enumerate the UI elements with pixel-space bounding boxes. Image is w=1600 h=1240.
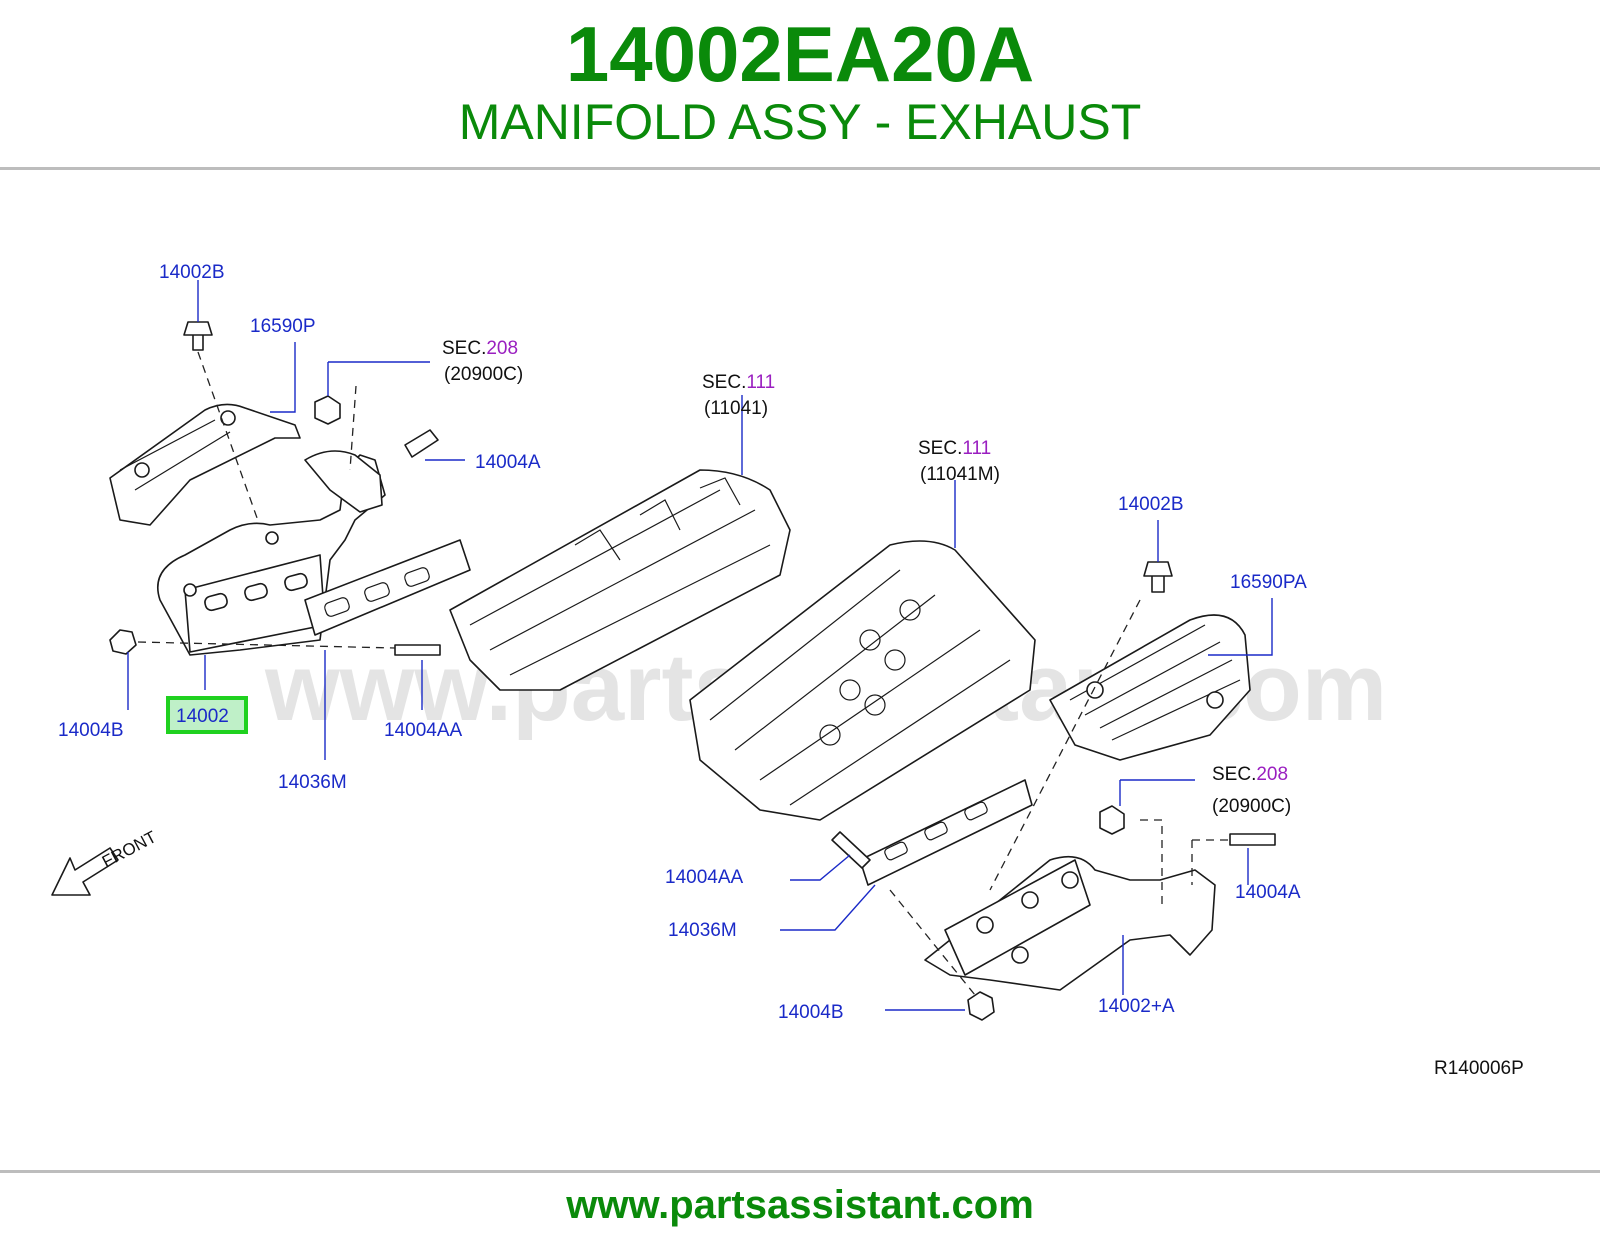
callout-16590p[interactable]: 16590P xyxy=(250,316,316,337)
callout-14002b-right[interactable]: 14002B xyxy=(1118,494,1184,515)
callout-14004b-right[interactable]: 14004B xyxy=(778,1002,844,1023)
callout-14036m-right[interactable]: 14036M xyxy=(668,920,737,941)
callout-14004b-left[interactable]: 14004B xyxy=(58,720,124,741)
heat-shield-left[interactable] xyxy=(109,403,301,526)
part-number-title: 14002EA20A xyxy=(565,10,1035,98)
callout-14004aa-right[interactable]: 14004AA xyxy=(665,867,744,888)
bolt-icon-right xyxy=(1143,561,1173,593)
section-ref-111-a[interactable]: SEC.111 xyxy=(702,372,775,393)
header: 14002EA20A MANIFOLD ASSY - EXHAUST xyxy=(0,0,1600,168)
callout-14002b-left[interactable]: 14002B xyxy=(159,262,225,283)
callout-14004aa-left[interactable]: 14004AA xyxy=(384,720,463,741)
section-ref-208-left[interactable]: SEC.208 xyxy=(442,338,518,359)
stud-icon-left-a xyxy=(404,429,439,458)
nut-icon-left-b xyxy=(109,629,137,655)
highlight-box xyxy=(166,696,248,734)
diagram-reference-code: R140006P xyxy=(1434,1058,1524,1079)
front-label: FRONT xyxy=(99,827,160,871)
section-subref-11041m: (11041M) xyxy=(920,464,1000,485)
nut-icon-right-b xyxy=(967,991,995,1021)
section-ref-111-b[interactable]: SEC.111 xyxy=(918,438,991,459)
header-divider xyxy=(0,167,1600,170)
callout-14002-highlighted[interactable]: 14002 xyxy=(176,706,229,727)
section-ref-208-right[interactable]: SEC.208 xyxy=(1212,764,1288,785)
section-subref-11041: (11041) xyxy=(704,398,768,419)
part-name-subtitle: MANIFOLD ASSY - EXHAUST xyxy=(458,94,1142,150)
callout-14002-a[interactable]: 14002+A xyxy=(1098,996,1175,1017)
bolt-icon-left xyxy=(183,321,213,351)
callout-14004a-right[interactable]: 14004A xyxy=(1235,882,1301,903)
heat-shield-right[interactable] xyxy=(1049,614,1251,761)
callout-16590pa[interactable]: 16590PA xyxy=(1230,572,1307,593)
front-arrow-icon xyxy=(51,847,119,896)
cylinder-head-11041m[interactable] xyxy=(689,540,1036,821)
stud-icon-left-aa xyxy=(394,644,441,656)
section-subref-20900c-left: (20900C) xyxy=(444,364,523,385)
footer-url-link[interactable]: www.partsassistant.com xyxy=(566,1183,1034,1227)
nut-icon-right xyxy=(1099,805,1125,835)
footer-divider xyxy=(0,1170,1600,1173)
stud-icon-right-aa xyxy=(831,831,871,869)
callout-14036m-left[interactable]: 14036M xyxy=(278,772,347,793)
stud-icon-right-a xyxy=(1229,833,1276,846)
callout-14004a-left[interactable]: 14004A xyxy=(475,452,541,473)
nut-icon-left xyxy=(314,395,341,425)
section-subref-20900c-right: (20900C) xyxy=(1212,796,1291,817)
cylinder-head-11041[interactable] xyxy=(449,469,791,691)
